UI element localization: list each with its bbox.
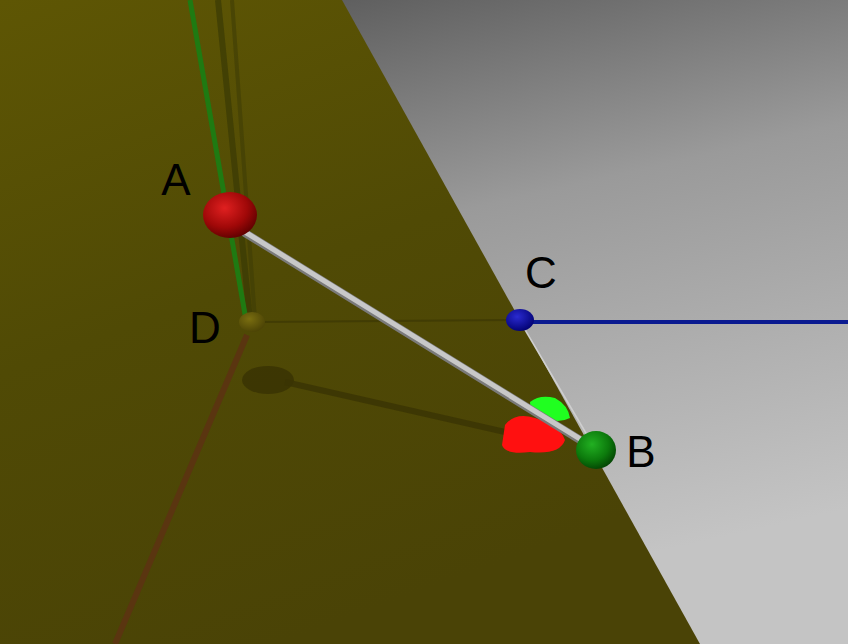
point-sphere: [576, 431, 616, 469]
blue-axis: [522, 320, 848, 324]
point-label: D: [189, 306, 221, 350]
point-label: A: [161, 158, 190, 202]
point-sphere: [506, 309, 534, 331]
rod-edge: [245, 233, 585, 443]
point-label: C: [525, 251, 557, 295]
point-sphere: [239, 312, 265, 332]
green-axis: [190, 0, 246, 320]
point-sphere: [203, 192, 257, 238]
point-label: B: [626, 430, 655, 474]
brown-axis: [115, 335, 247, 644]
rod-AB: [245, 232, 585, 442]
